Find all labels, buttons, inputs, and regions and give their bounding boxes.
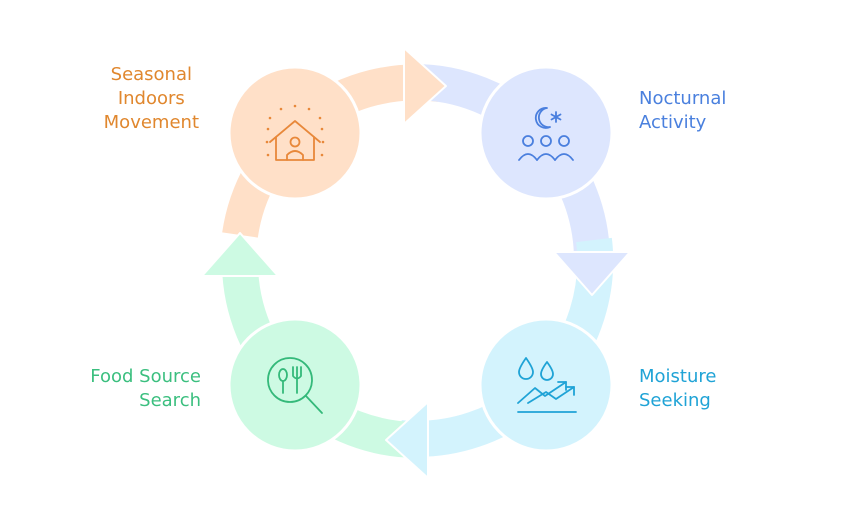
water-drops-trend-icon <box>517 357 577 413</box>
label-line: Seeking <box>639 390 711 411</box>
label-line: Seasonal <box>110 64 193 85</box>
node-cyan <box>478 317 614 453</box>
food-search-icon <box>267 357 323 414</box>
moon-and-people-icon <box>518 107 574 161</box>
node-blue <box>478 65 614 201</box>
stage-label-seasonal-indoors-movement: Seasonal Indoors Movement <box>104 63 199 135</box>
arrow-head-blue <box>553 251 631 296</box>
label-line: Activity <box>639 112 707 133</box>
node-orange <box>227 65 363 201</box>
label-line: Search <box>139 390 201 411</box>
arrow-head-green <box>201 232 279 277</box>
stage-nodes <box>227 65 614 453</box>
label-line: Moisture <box>639 366 717 387</box>
node-green <box>227 317 363 453</box>
arrow-heads <box>201 47 631 479</box>
stage-label-nocturnal-activity: Nocturnal Activity <box>639 87 726 135</box>
label-line: Food Source <box>90 366 201 387</box>
label-line: Nocturnal <box>639 88 727 109</box>
arrow-head-orange <box>403 47 447 125</box>
label-line: Movement <box>103 112 199 133</box>
arrow-head-cyan <box>385 401 429 479</box>
stage-label-moisture-seeking: Moisture Seeking <box>639 365 716 413</box>
label-line: Indoors <box>117 88 185 109</box>
house-with-person-icon <box>265 104 325 161</box>
stage-label-food-source-search: Food Source Search <box>90 365 201 413</box>
